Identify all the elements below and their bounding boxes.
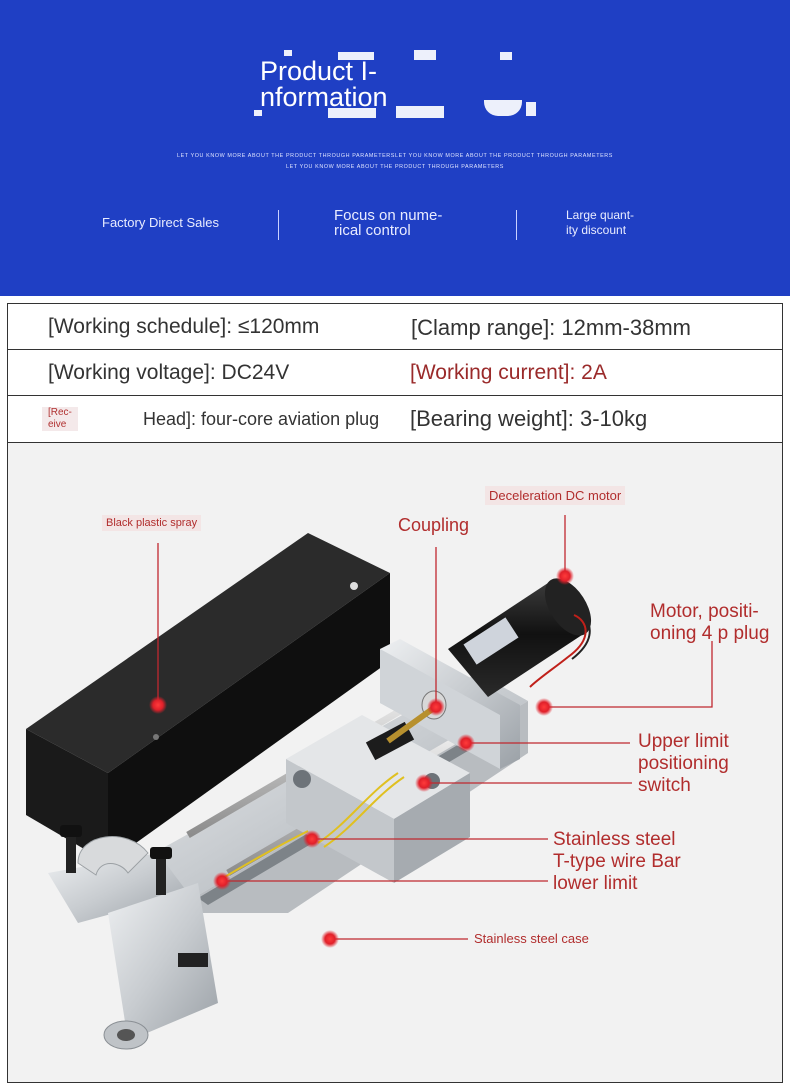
callout-deceleration-dc-motor: Deceleration DC motor: [485, 486, 626, 505]
tagline-2: LET YOU KNOW MORE ABOUT THE PRODUCT THRO…: [285, 164, 504, 170]
page-title-line-2: nformation: [260, 82, 388, 112]
tagline-1: LET YOU KNOW MORE ABOUT THE PRODUCT THRO…: [176, 153, 613, 159]
callout-coupling: Coupling: [398, 515, 470, 535]
callout-motor-plug-line-2: oning 4 p plug: [650, 623, 770, 644]
spec-working-schedule: [Working schedule]: ≤120mm: [48, 315, 320, 338]
spec-working-voltage: [Working voltage]: DC24V: [48, 361, 290, 384]
product-info-header: Product I- nformation LET YOU KNOW MORE …: [0, 0, 790, 296]
page-title-line-1: Product I-: [260, 56, 378, 86]
callout-upper-limit-line-3: switch: [638, 775, 691, 796]
callout-leader-lines: [157, 515, 713, 940]
callout-stainless-line-2: T-type wire Bar: [553, 851, 681, 872]
spec-row: [Rec- eive Head]: four-core aviation plu…: [8, 396, 782, 442]
title-background-lettering: [254, 48, 536, 118]
callout-stainless-steel-case: Stainless steel case: [474, 931, 589, 946]
product-diagram: Black plastic spray Coupling Deceleratio…: [7, 443, 783, 1083]
callout-markers: [149, 567, 574, 948]
spec-head: Head]: four-core aviation plug: [143, 409, 380, 429]
spec-clamp-range: [Clamp range]: 12mm-38mm: [411, 315, 691, 340]
feature-quantity-discount: Large quant- ity discount: [566, 208, 634, 238]
callout-stainless-t-bar-lower-limit: Stainless steel T-type wire Bar lower li…: [553, 829, 681, 895]
callout-upper-limit-line-1: Upper limit: [638, 731, 729, 752]
spec-receive-line-1: [Rec-: [48, 407, 72, 418]
spec-receive-line-2: eive: [48, 419, 67, 430]
dc-motor-shape: [448, 578, 592, 697]
callout-stainless-line-1: Stainless steel: [553, 829, 676, 850]
spec-working-current: [Working current]: 2A: [410, 361, 607, 384]
callout-black-plastic-spray: Black plastic spray: [102, 515, 202, 531]
feature-divider: [516, 210, 517, 240]
spec-row: [Working voltage]: DC24V [Working curren…: [8, 350, 782, 396]
product-photo-illustration: [26, 515, 713, 1050]
feature-numerical-control: Focus on nume- rical control: [334, 208, 442, 238]
spec-receive-label: [Rec- eive: [42, 407, 78, 431]
feature-numerical-line-1: Focus on nume-: [334, 207, 443, 224]
specs-table: [Working schedule]: ≤120mm [Clamp range]…: [7, 303, 783, 443]
feature-discount-line-1: Large quant-: [566, 208, 635, 222]
spec-row: [Working schedule]: ≤120mm [Clamp range]…: [8, 304, 782, 350]
spec-bearing-weight: [Bearing weight]: 3-10kg: [410, 406, 648, 431]
callout-motor-plug-line-1: Motor, positi-: [650, 601, 759, 622]
callout-upper-limit-switch: Upper limit positioning switch: [638, 731, 729, 797]
callout-upper-limit-line-2: positioning: [638, 753, 729, 774]
feature-divider: [278, 210, 279, 240]
callout-stainless-line-3: lower limit: [553, 873, 638, 894]
feature-numerical-line-2: rical control: [334, 222, 411, 239]
feature-discount-line-2: ity discount: [566, 223, 627, 237]
page-title: Product I- nformation: [260, 56, 388, 112]
feature-factory-direct: Factory Direct Sales: [102, 215, 220, 230]
clamp-head-shape: [48, 825, 218, 1050]
callout-motor-positioning-plug: Motor, positi- oning 4 p plug: [650, 601, 769, 645]
black-bracket-shape: [26, 533, 390, 863]
